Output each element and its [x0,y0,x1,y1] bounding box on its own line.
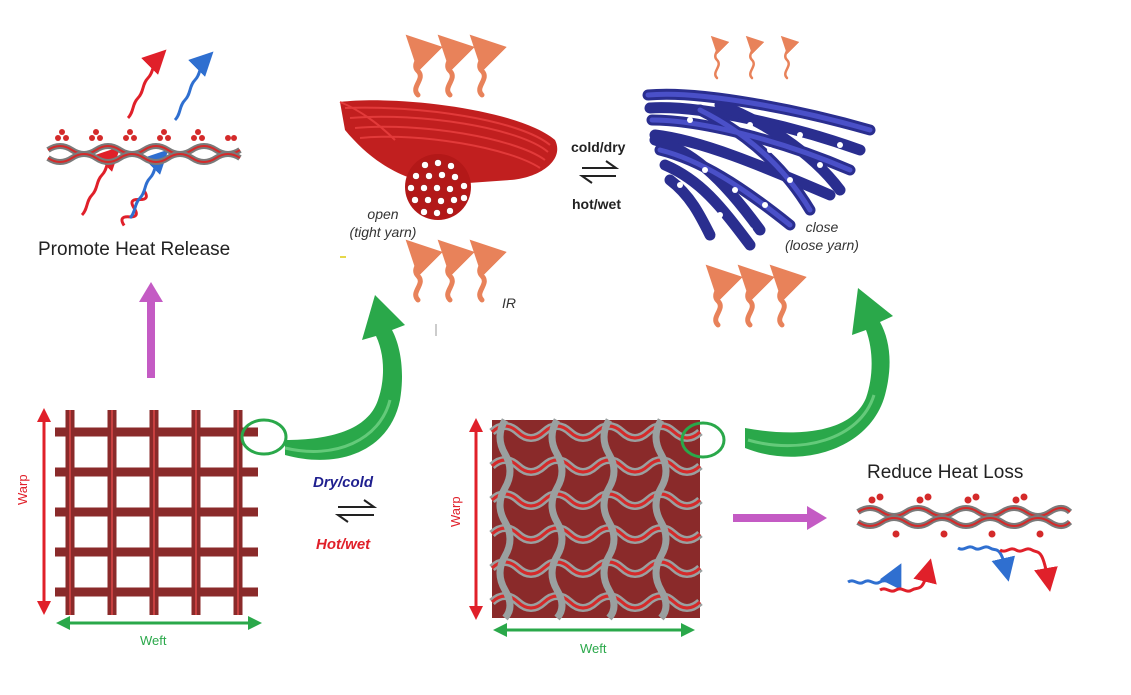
magenta-right-arrow [733,506,827,530]
ir-waves-bottom-left [405,239,507,303]
ir-waves-bottom-right [705,264,807,328]
ir-waves-top-right [710,35,800,80]
equilibrium-arrows-bottom [334,499,378,523]
green-curved-arrow-right [745,288,893,457]
promote-heat-release-graphic [46,49,242,227]
ir-label: IR [502,295,516,311]
close-state-label: close (loose yarn) [772,218,872,254]
weft-arrow-left [56,616,262,630]
grid-fabric-left [55,410,258,615]
ir-waves-top-left [405,34,507,98]
warp-arrow-left [37,408,51,615]
reduce-heat-loss-graphic [847,493,1073,593]
wavy-fabric-right [489,418,703,621]
reduce-heat-loss-label: Reduce Heat Loss [867,462,1024,483]
zoom-circle-right [680,421,726,459]
equilibrium-arrows-top [578,160,620,184]
open-state-label: open (tight yarn) [338,205,428,241]
hot-wet-bottom-label: Hot/wet [316,536,371,553]
close-label-line1: close [805,219,839,235]
warp-label-right: Warp [448,496,463,527]
red-yarn-bundle [339,100,558,220]
blue-yarn-bundle [642,88,876,251]
magenta-up-arrow [139,282,163,378]
open-label-line1: open [367,206,399,222]
warp-arrow-right [469,418,483,620]
close-label-line2: (loose yarn) [785,237,859,253]
warp-label-left: Warp [15,474,30,505]
zoom-circle-left [240,418,288,456]
promote-heat-release-label: Promote Heat Release [38,239,231,260]
hot-wet-top-label: hot/wet [572,196,621,212]
weft-arrow-right [493,623,695,637]
open-label-line2: (tight yarn) [349,224,417,240]
cold-dry-label: cold/dry [571,139,626,155]
weft-label-right: Weft [580,641,607,656]
dry-cold-label: Dry/cold [313,474,374,491]
weft-label-left: Weft [140,633,167,648]
green-curved-arrow-left [284,295,405,460]
